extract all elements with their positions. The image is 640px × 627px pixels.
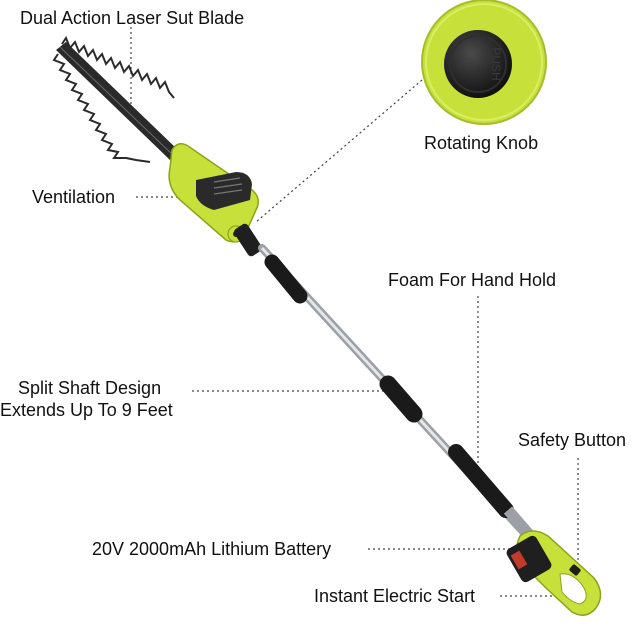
knob-callout-line <box>255 79 423 223</box>
split-shaft-label-line2: Extends Up To 9 Feet <box>0 400 173 420</box>
ventilation-slots <box>213 177 243 195</box>
split-shaft-collar <box>379 375 423 423</box>
blade <box>52 35 178 163</box>
shaft <box>258 244 542 552</box>
split-shaft-label-line1: Split Shaft Design <box>18 378 162 398</box>
blade-label: Dual Action Laser Sut Blade <box>20 8 245 28</box>
battery-pack <box>506 535 552 583</box>
knob-inset: PUSH <box>421 0 547 125</box>
blade-teeth-bottom <box>52 53 151 163</box>
blade-teeth-top <box>61 35 175 99</box>
foam-grip <box>448 444 514 518</box>
start-label: Instant Electric Start <box>314 586 476 606</box>
rotating-knob-icon <box>444 30 512 98</box>
knob-push-text: PUSH <box>489 47 503 80</box>
ventilation-label: Ventilation <box>32 187 116 207</box>
knob-label: Rotating Knob <box>424 133 539 153</box>
battery-label: 20V 2000mAh Lithium Battery <box>92 539 332 559</box>
motor-housing <box>168 143 262 257</box>
upper-grip <box>264 254 308 304</box>
rear-handle <box>506 530 602 616</box>
safety-label: Safety Button <box>518 430 627 450</box>
callout-lines <box>130 27 579 597</box>
foam-label: Foam For Hand Hold <box>388 270 557 290</box>
safety-button <box>569 564 581 576</box>
